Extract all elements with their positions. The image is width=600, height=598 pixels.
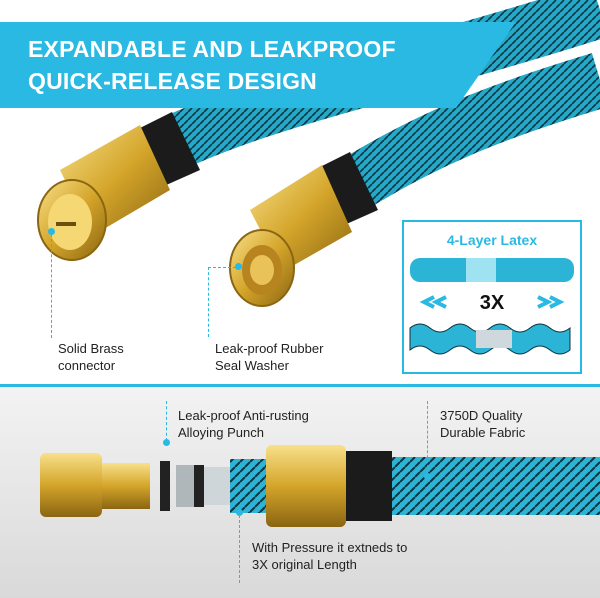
bottom-panel: Leak-proof Anti-rusting Alloying Punch 3… (0, 387, 600, 598)
headline-banner: EXPANDABLE AND LEAKPROOF QUICK-RELEASE D… (0, 22, 600, 108)
washer-callout-vline (208, 267, 209, 337)
washer-label: Leak-proof Rubber Seal Washer (215, 341, 324, 373)
right-brass-connector (229, 152, 378, 307)
inset-diagram (409, 258, 574, 355)
brass-connector-label: Solid Brass connector (58, 341, 124, 373)
inset-title: 4-Layer Latex (446, 232, 538, 248)
punch-callout-dot (163, 439, 170, 446)
pressure-callout-dot (236, 509, 243, 516)
fabric-callout-dot (424, 473, 431, 480)
right-hose (314, 53, 600, 224)
punch-label: Leak-proof Anti-rusting Alloying Punch (178, 408, 309, 440)
headline-line-2: QUICK-RELEASE DESIGN (28, 68, 317, 94)
disassembled-hose-illustration (40, 445, 600, 527)
pressure-callout-line (239, 515, 240, 583)
section-divider (0, 384, 600, 387)
banner-background (0, 22, 516, 108)
washer-callout-dot (235, 263, 242, 270)
fabric-callout-line (427, 401, 428, 473)
latex-expansion-inset: 4-Layer Latex 3X (402, 220, 582, 374)
expansion-factor: 3X (479, 292, 505, 314)
pressure-label: With Pressure it extneds to 3X original … (252, 540, 408, 572)
punch-callout-line (166, 401, 167, 441)
brass-callout-dot (48, 228, 55, 235)
headline-line-1: EXPANDABLE AND LEAKPROOF (28, 36, 396, 62)
brass-callout-line (51, 234, 52, 338)
fabric-label: 3750D Quality Durable Fabric (440, 408, 526, 440)
left-brass-connector (37, 112, 200, 261)
washer-callout-hline (208, 267, 236, 268)
